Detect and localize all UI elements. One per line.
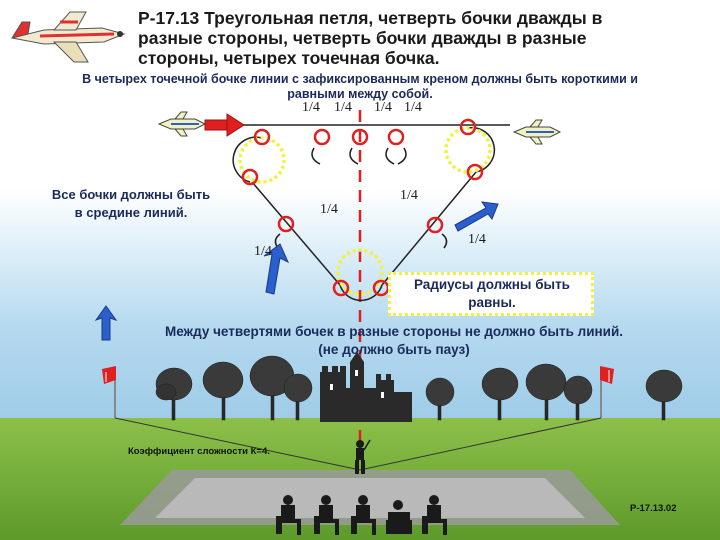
quarter-label-top-2: 1/4 [334,100,352,115]
exit-airplane-icon [512,119,562,145]
left-loop-path [232,136,263,183]
bottom-loop-path [339,284,383,302]
roll-marker [277,215,295,233]
rolls-middle-note: Все бочки должны быть в средине линий. [20,186,242,222]
no-lines-note: Между четвертями бочек в разные стороны … [164,324,624,339]
pilot-icon [355,439,371,474]
roll-marker [313,128,331,146]
quarter-label-right-lower: 1/4 [468,232,486,247]
tree-icon [525,363,567,421]
radii-note-box [388,272,594,316]
quarter-label-top-3: 1/4 [374,100,392,115]
page-title: Р-17.13 Треугольная петля, четверть бочк… [138,8,708,68]
title-line-3: стороны, четырех точечная бочка. [138,48,440,68]
right-loop-path [467,126,496,173]
judge-icon [422,495,447,535]
roll-marker [351,128,369,146]
tree-icon [481,367,519,421]
tree-icon [202,361,244,421]
direction-arrow [454,201,499,232]
left-side-line [251,181,341,286]
tree-icon [563,375,593,421]
quarter-label-left-lower: 1/4 [254,244,272,259]
quarter-label-top-1: 1/4 [302,100,320,115]
entry-arrow [204,113,245,137]
quarter-label-top-4: 1/4 [404,100,422,115]
roll-marker [387,128,405,146]
direction-arrow [263,243,290,295]
rolls-middle-note-line-1: Все бочки должны быть [51,187,211,202]
roll-direction-arrow [441,233,448,249]
radii-note: Радиусы должны быть равны. [390,276,594,312]
tree-icon [283,373,313,421]
judge-icon [276,495,301,535]
roll-direction-arrow [349,147,359,165]
castle-icon [320,352,412,422]
rolls-middle-note-line-2: в средине линий. [74,205,188,220]
radii-note-line-1: Радиусы должны быть [413,277,570,292]
header-airplane-icon [10,11,126,63]
figure-code: Р-17.13.02 [630,503,677,514]
roll-direction-arrow [385,147,395,165]
radius-marker-right [444,126,492,174]
roll-marker [426,216,444,234]
roll-marker [459,118,477,136]
roll-direction-arrow [397,147,407,165]
title-line-1: Р-17.13 Треугольная петля, четверть бочк… [138,8,603,28]
radius-marker-bottom [336,248,384,296]
title-line-2: разные стороны, четверть бочки дважды в … [138,28,587,48]
quarter-label-right-upper: 1/4 [400,188,418,203]
direction-arrows [94,201,499,341]
radius-marker-left [238,136,286,184]
entry-airplane-icon [157,111,207,137]
roll-lines-note: В четырех точечной бочке линии с зафикси… [20,72,700,102]
direction-arrow [94,305,118,341]
roll-marker [466,163,484,181]
roll-marker [253,128,271,146]
roll-marker [241,168,259,186]
roll-direction-arrow [311,147,321,165]
roll-lines-note-line-1: В четырех точечной бочке линии с зафикси… [82,72,638,86]
roll-marker [332,279,350,297]
judge-icon [314,495,339,535]
red-flag-icon [600,366,614,418]
tree-icon [155,367,193,421]
judge-icon [351,495,376,535]
roll-lines-note-line-2: равными между собой. [287,87,433,101]
difficulty-coefficient: Коэффициент сложности К=4. [128,446,270,457]
tree-icon [645,369,683,421]
tree-icon [425,377,455,421]
judge-icon [386,500,412,534]
quarter-label-left-upper: 1/4 [320,202,338,217]
red-flag-icon [102,366,116,418]
radii-note-line-2: равны. [468,295,516,310]
